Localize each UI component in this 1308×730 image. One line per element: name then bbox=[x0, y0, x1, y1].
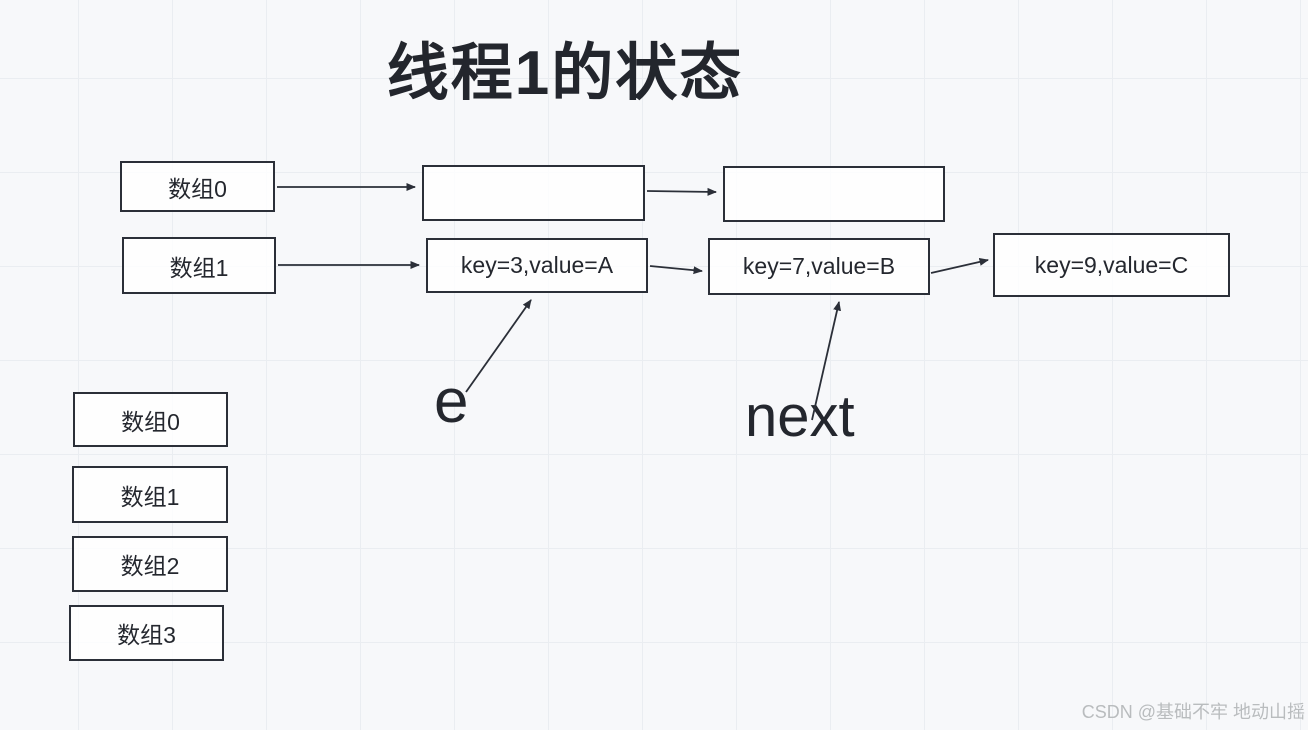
pointer-label-next: next bbox=[745, 384, 855, 449]
page-title: 线程1的状态 bbox=[386, 39, 744, 108]
arrow-empty1-to-empty2 bbox=[646, 187, 717, 196]
array-column-box-1: 数组1 bbox=[72, 466, 228, 523]
array-column-box-3: 数组3 bbox=[69, 605, 224, 661]
csdn-watermark: CSDN @基础不牢 地动山摇 bbox=[1081, 702, 1305, 722]
empty-node-box-2 bbox=[723, 166, 945, 222]
arrow-key3-to-key7 bbox=[649, 265, 703, 275]
bucket-box-array1: 数组1 bbox=[122, 237, 276, 294]
array-column-box-0: 数组0 bbox=[73, 392, 228, 447]
pointer-label-e: e bbox=[434, 367, 469, 436]
node-box-key9: key=9,value=C bbox=[993, 233, 1230, 297]
bucket-box-array0: 数组0 bbox=[120, 161, 275, 212]
node-box-key3: key=3,value=A bbox=[426, 238, 648, 293]
node-box-key7: key=7,value=B bbox=[708, 238, 930, 295]
arrow-e-to-key3 bbox=[465, 299, 532, 393]
arrow-key7-to-key9 bbox=[930, 257, 989, 274]
empty-node-box-1 bbox=[422, 165, 645, 221]
array-column-box-2: 数组2 bbox=[72, 536, 228, 592]
